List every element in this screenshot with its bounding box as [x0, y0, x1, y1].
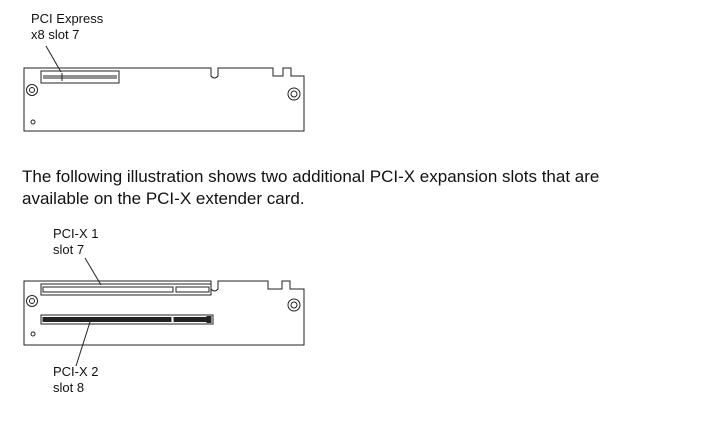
pci-x1-label-line1: PCI-X 1	[53, 226, 99, 241]
description-line2: available on the PCI-X extender card.	[22, 189, 305, 208]
pci-x2-label: PCI-X 2 slot 8	[53, 364, 99, 396]
pci-x1-label: PCI-X 1 slot 7	[53, 226, 99, 258]
pci-express-label: PCI Express x8 slot 7	[31, 11, 103, 43]
pci-x1-slot	[40, 283, 212, 296]
riser-card-outline	[23, 67, 305, 132]
mounting-hole-left-2	[26, 295, 38, 307]
description-paragraph: The following illustration shows two add…	[22, 166, 702, 210]
pci-express-slot	[40, 70, 120, 84]
pci-x2-leader-line	[75, 321, 91, 367]
pci-x2-label-line1: PCI-X 2	[53, 364, 99, 379]
mounting-hole-left	[26, 84, 38, 96]
pci-express-label-line2: x8 slot 7	[31, 27, 80, 42]
pci-express-leader-line	[45, 45, 62, 73]
mounting-hole-right	[287, 87, 301, 101]
small-hole	[30, 119, 36, 125]
description-line1: The following illustration shows two add…	[22, 167, 600, 186]
pci-x2-slot	[40, 314, 214, 325]
pci-x2-label-line2: slot 8	[53, 380, 85, 395]
mounting-hole-right-2	[287, 298, 301, 312]
extender-card-outline	[23, 280, 305, 346]
pci-x1-label-line2: slot 7	[53, 242, 85, 257]
small-hole-2	[30, 331, 36, 337]
pci-x1-leader-line	[84, 257, 102, 286]
pci-express-label-line1: PCI Express	[31, 11, 104, 26]
